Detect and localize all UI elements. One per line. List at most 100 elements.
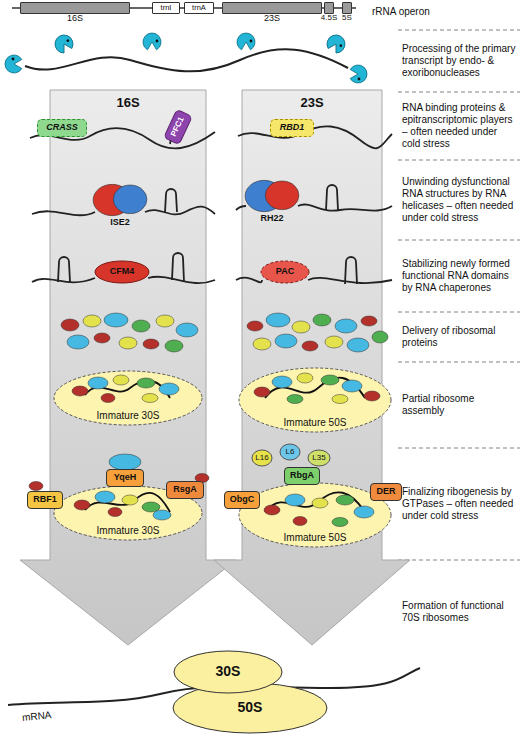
separator-line	[398, 362, 520, 363]
gene-box: 16S	[20, 2, 130, 14]
node-label: 50S	[238, 700, 263, 715]
node-label: RBF1	[33, 495, 57, 505]
ribosomal-protein-tag-shape	[308, 450, 330, 466]
gtpase-box: RBF1	[27, 491, 63, 509]
rna-chaperone-shape	[95, 261, 149, 283]
node-label: RsgA	[173, 485, 197, 495]
gene-box: 4.5S	[324, 2, 334, 14]
ribonuclease	[324, 32, 348, 56]
immature-subunit-shape	[239, 368, 391, 432]
ribonuclease-eye	[156, 40, 159, 43]
ribonuclease-body	[52, 32, 76, 56]
rna-binding-protein: RBD1	[270, 119, 314, 137]
gtpase-box: RbgA	[284, 467, 320, 485]
node-label: Immature 50S	[284, 417, 347, 428]
node-label: PAC	[276, 267, 294, 277]
gene-box: 23S	[222, 2, 322, 14]
rna-chaperone-shape	[261, 261, 309, 283]
ribonuclease	[350, 65, 367, 83]
node-label: PFC1	[170, 116, 187, 138]
step-label: Partial ribosome assembly	[402, 393, 518, 417]
immature-subunit-shape	[239, 483, 391, 547]
ribosome-subunit: 30S	[173, 650, 283, 694]
ribosome-subunit-shape	[174, 651, 282, 693]
ribonuclease-eye	[12, 58, 15, 61]
node-label: L6	[286, 448, 295, 457]
node-label: 16S	[67, 14, 83, 24]
ribonuclease-body	[143, 33, 161, 50]
ribosomal-protein-tag: L16	[251, 449, 273, 467]
node-label: L35	[312, 454, 325, 463]
node-label: 23S	[264, 14, 280, 24]
ribonuclease-eye	[66, 39, 70, 43]
helicase-domain	[265, 181, 299, 210]
node-label: RH22	[260, 214, 283, 224]
immature-subunit: Immature 50S	[238, 482, 392, 548]
node-label: YqeH	[114, 473, 136, 483]
gene-box: trnA	[184, 2, 214, 14]
rna-binding-protein: CRASS	[37, 119, 87, 137]
node-label: RbgA	[290, 471, 314, 481]
separator-line	[398, 92, 520, 93]
step-label: Finalizing ribogenesis by GTPases – ofte…	[402, 486, 518, 522]
ribosomal-protein	[29, 482, 43, 491]
node-label: 4.5S	[321, 14, 337, 23]
ribonuclease-body	[237, 33, 255, 50]
node-label: ISE2	[110, 218, 130, 228]
immature-subunit-shape	[54, 371, 202, 425]
node-label: DER	[376, 487, 395, 497]
ribonuclease	[237, 33, 255, 50]
step-label: RNA binding proteins & epitranscriptomic…	[402, 102, 518, 150]
ribosomal-protein-tag: L35	[307, 449, 331, 467]
ribonuclease	[52, 32, 76, 56]
immature-subunit: Immature 30S	[53, 370, 203, 426]
step-label: Unwinding dysfunctional RNA structures b…	[402, 176, 518, 224]
arrow-shape	[214, 90, 410, 645]
step-label: Delivery of ribosomal proteins	[402, 325, 518, 349]
node-label: Immature 30S	[97, 410, 160, 421]
node-label: trnI	[161, 4, 172, 12]
ribosome-subunit-shape	[173, 683, 327, 733]
node-label: CFM4	[110, 267, 135, 277]
rna-helicase: ISE2	[92, 183, 148, 217]
ribonuclease-body	[350, 65, 367, 83]
node-label: 5S	[342, 14, 352, 23]
separator-line	[398, 312, 520, 313]
step-label: Formation of functional 70S ribosomes	[402, 600, 518, 624]
pathway-arrow-outline	[20, 90, 236, 645]
immature-subunit: Immature 50S	[238, 367, 392, 433]
ribonuclease	[143, 33, 161, 50]
node-label: Immature 50S	[284, 532, 347, 543]
node-label: ObgC	[230, 495, 255, 505]
node-label: CRASS	[46, 123, 78, 133]
pathway-arrow: 16S CRASS PFC1ISE2CFM4Immature 30S RBF1 YqeH…	[20, 90, 236, 645]
node-label: RBD1	[280, 123, 305, 133]
rna-helicase: RH22	[244, 179, 300, 213]
separator-line	[398, 448, 520, 449]
gtpase-box: DER	[370, 483, 402, 501]
gtpase-box: RsgA	[166, 481, 204, 499]
separator-line	[398, 240, 520, 241]
column-heading: 16S	[116, 96, 139, 110]
column-heading: 23S	[300, 96, 323, 110]
ribonuclease-eye	[250, 40, 253, 43]
ribonuclease-eye	[339, 44, 343, 48]
node-label: trnA	[192, 4, 206, 12]
strand-label: mRNA	[21, 708, 62, 724]
node-label: Immature 30S	[97, 525, 160, 536]
node-label: L16	[255, 454, 268, 463]
step-label: Processing of the primary transcript by …	[402, 43, 518, 79]
ribosomal-protein-tag-shape	[252, 450, 272, 466]
rna-helicase-outline	[92, 183, 148, 217]
gtpase-box: YqeH	[106, 469, 144, 487]
pathway-arrow: 23S RBD1RH22PAC Immature 50S L16 L6L35RbgA Ob…	[214, 90, 410, 645]
separator-line	[398, 160, 520, 161]
step-label: Stabilizing newly formed functional RNA …	[402, 258, 518, 294]
rna-chaperone: CFM4	[94, 260, 150, 284]
separator-line	[398, 560, 520, 561]
ribonuclease-body	[5, 55, 22, 73]
separator-line	[398, 30, 520, 31]
ribonuclease-eye	[358, 78, 361, 81]
row-label: rRNA operon	[372, 6, 492, 18]
gene-box: trnI	[152, 2, 180, 14]
